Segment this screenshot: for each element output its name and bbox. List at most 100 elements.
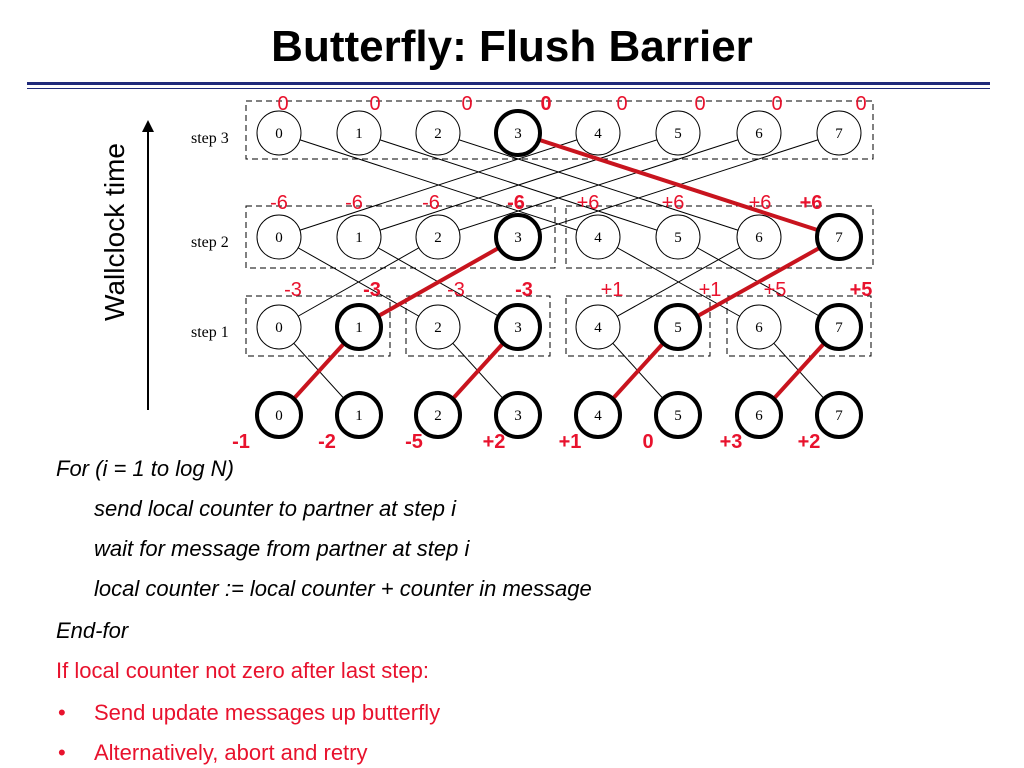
counter-value: +2 (798, 431, 821, 453)
process-node-label: 6 (755, 408, 763, 424)
counter-value: +1 (559, 431, 582, 453)
title-underline (27, 82, 990, 85)
bullet-send-updates: Send update messages up butterfly (94, 700, 441, 725)
process-node (336, 110, 382, 156)
process-node (255, 391, 303, 439)
slide-title: Butterfly: Flush Barrier (271, 22, 753, 71)
bullet-marker: • (58, 740, 66, 765)
process-node (816, 110, 862, 156)
process-node-label: 2 (434, 230, 442, 246)
process-node-label: 5 (674, 126, 682, 142)
process-node-label: 2 (434, 320, 442, 336)
counter-value: +6 (800, 192, 823, 214)
code-line-endfor: End-for (56, 618, 129, 643)
bullet-abort-retry: Alternatively, abort and retry (94, 740, 368, 765)
process-node-label: 1 (355, 126, 363, 142)
process-node (575, 214, 621, 260)
process-node (654, 303, 702, 351)
process-node (494, 391, 542, 439)
process-node-label: 6 (755, 320, 763, 336)
process-node (815, 391, 863, 439)
process-node (575, 110, 621, 156)
counter-value: -3 (363, 279, 381, 301)
time-axis-label: Wallclock time (99, 143, 130, 321)
counter-value: -6 (422, 192, 440, 214)
step-group-box (405, 295, 551, 357)
counter-value: -3 (284, 279, 302, 301)
process-node-label: 4 (594, 126, 602, 142)
process-node-label: 6 (755, 230, 763, 246)
counter-value: -5 (405, 431, 423, 453)
process-node-label: 4 (594, 230, 602, 246)
process-node-label: 5 (674, 408, 682, 424)
step-group-box (245, 100, 874, 160)
process-node-label: 6 (755, 126, 763, 142)
code-line-update: local counter := local counter + counter… (94, 576, 592, 601)
process-node (815, 303, 863, 351)
counter-value: +3 (720, 431, 743, 453)
butterfly-edge (278, 236, 439, 328)
process-node (735, 391, 783, 439)
process-node (415, 110, 461, 156)
process-node (335, 391, 383, 439)
counter-value: +6 (577, 192, 600, 214)
process-node (815, 213, 863, 261)
process-node-label: 5 (674, 230, 682, 246)
step-label: step 3 (191, 130, 229, 147)
process-node-label: 7 (835, 408, 843, 424)
process-node-label: 4 (594, 320, 602, 336)
step-label: step 2 (191, 234, 229, 251)
counter-value: 0 (616, 93, 627, 115)
process-node-label: 1 (355, 408, 363, 424)
step-group-box (245, 295, 391, 357)
critical-path-edge (517, 131, 840, 239)
counter-value: -2 (318, 431, 336, 453)
process-node-label: 4 (594, 408, 602, 424)
counter-value: -3 (515, 279, 533, 301)
counter-value: -3 (447, 279, 465, 301)
process-node-label: 0 (275, 230, 283, 246)
process-node-label: 5 (674, 320, 682, 336)
step-label: step 1 (191, 324, 229, 341)
counter-value: 0 (461, 93, 472, 115)
process-node-label: 2 (434, 408, 442, 424)
process-node (654, 391, 702, 439)
process-node-label: 2 (434, 126, 442, 142)
process-node (655, 110, 701, 156)
process-node-label: 7 (835, 230, 843, 246)
butterfly-edge (278, 132, 599, 238)
process-node-label: 7 (835, 320, 843, 336)
process-node (494, 213, 542, 261)
process-node (256, 110, 302, 156)
process-node-label: 3 (514, 320, 522, 336)
process-node (256, 214, 302, 260)
critical-path-edge (358, 235, 519, 329)
butterfly-edge (358, 132, 679, 238)
process-node-label: 0 (275, 408, 283, 424)
counter-value: 0 (642, 431, 653, 453)
process-node (414, 391, 462, 439)
code-line-wait: wait for message from partner at step i (94, 536, 470, 561)
process-node (736, 304, 782, 350)
process-node (575, 304, 621, 350)
process-node (415, 214, 461, 260)
process-node-label: 0 (275, 320, 283, 336)
process-node (574, 391, 622, 439)
process-node (655, 214, 701, 260)
counter-value: 0 (855, 93, 866, 115)
process-node (415, 304, 461, 350)
counter-value: +6 (749, 192, 772, 214)
butterfly-edge (437, 132, 760, 238)
process-node (736, 110, 782, 156)
counter-value: +5 (764, 279, 787, 301)
counter-value: +6 (662, 192, 685, 214)
title-underline-thin (27, 88, 990, 89)
counter-value: -6 (345, 192, 363, 214)
process-node-label: 0 (275, 126, 283, 142)
counter-value: 0 (694, 93, 705, 115)
code-line-for: For (i = 1 to log N) (56, 456, 234, 481)
counter-value: 0 (277, 93, 288, 115)
process-node (256, 304, 302, 350)
process-node-label: 1 (355, 230, 363, 246)
